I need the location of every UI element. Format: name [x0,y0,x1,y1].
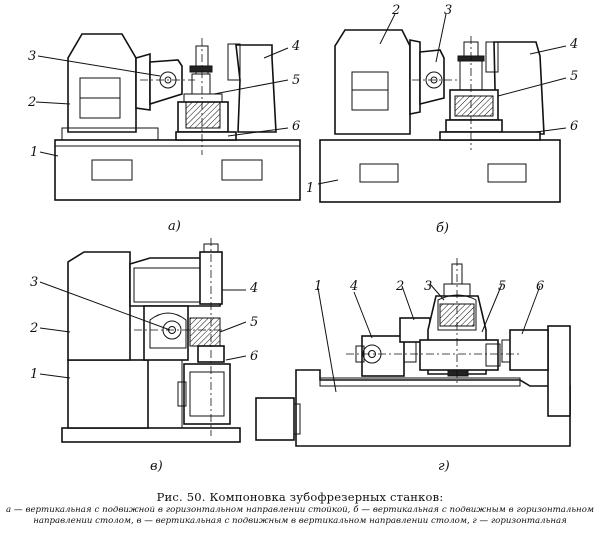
label-v-1: 1 [30,367,38,382]
caption-description: а — вертикальная с подвижной в горизонта… [6,505,594,526]
diagram-g: 1 4 2 3 5 6 г) [255,258,571,474]
label-b-3: 3 [444,3,452,18]
figure-caption: Рис. 50. Компоновка зубофрезерных станко… [0,490,600,527]
label-g-3: 3 [424,279,432,294]
label-a-4: 4 [291,39,300,54]
label-v-6: 6 [250,349,258,364]
diagram-v: 1 2 3 4 5 6 в) [29,238,258,474]
machine-layout-figure: 1 2 3 4 5 6 а) 1 2 [27,3,578,474]
label-b-4: 4 [569,37,578,52]
label-v-4: 4 [249,281,258,296]
label-g-2: 2 [395,279,404,294]
label-b-5: 5 [570,69,578,84]
label-b-2: 2 [391,3,400,18]
caption-g: г) [438,459,450,474]
diagram-b: 1 2 3 4 5 6 б) [306,3,578,236]
caption-b: б) [436,221,449,236]
label-g-1: 1 [314,279,322,294]
label-b-6: 6 [570,119,578,134]
label-a-3: 3 [28,49,36,64]
label-v-5: 5 [250,315,258,330]
label-a-5: 5 [292,73,300,88]
label-g-4: 4 [349,279,358,294]
caption-v: в) [150,459,163,474]
label-a-1: 1 [30,145,38,160]
diagram-a: 1 2 3 4 5 6 а) [27,33,301,234]
label-v-3: 3 [30,275,38,290]
caption-a: а) [168,219,181,234]
label-a-2: 2 [27,95,36,110]
label-v-2: 2 [29,321,38,336]
caption-title: Рис. 50. Компоновка зубофрезерных станко… [156,490,444,504]
label-g-6: 6 [536,279,544,294]
label-g-5: 5 [498,279,506,294]
label-a-6: 6 [292,119,300,134]
label-b-1: 1 [306,181,314,196]
